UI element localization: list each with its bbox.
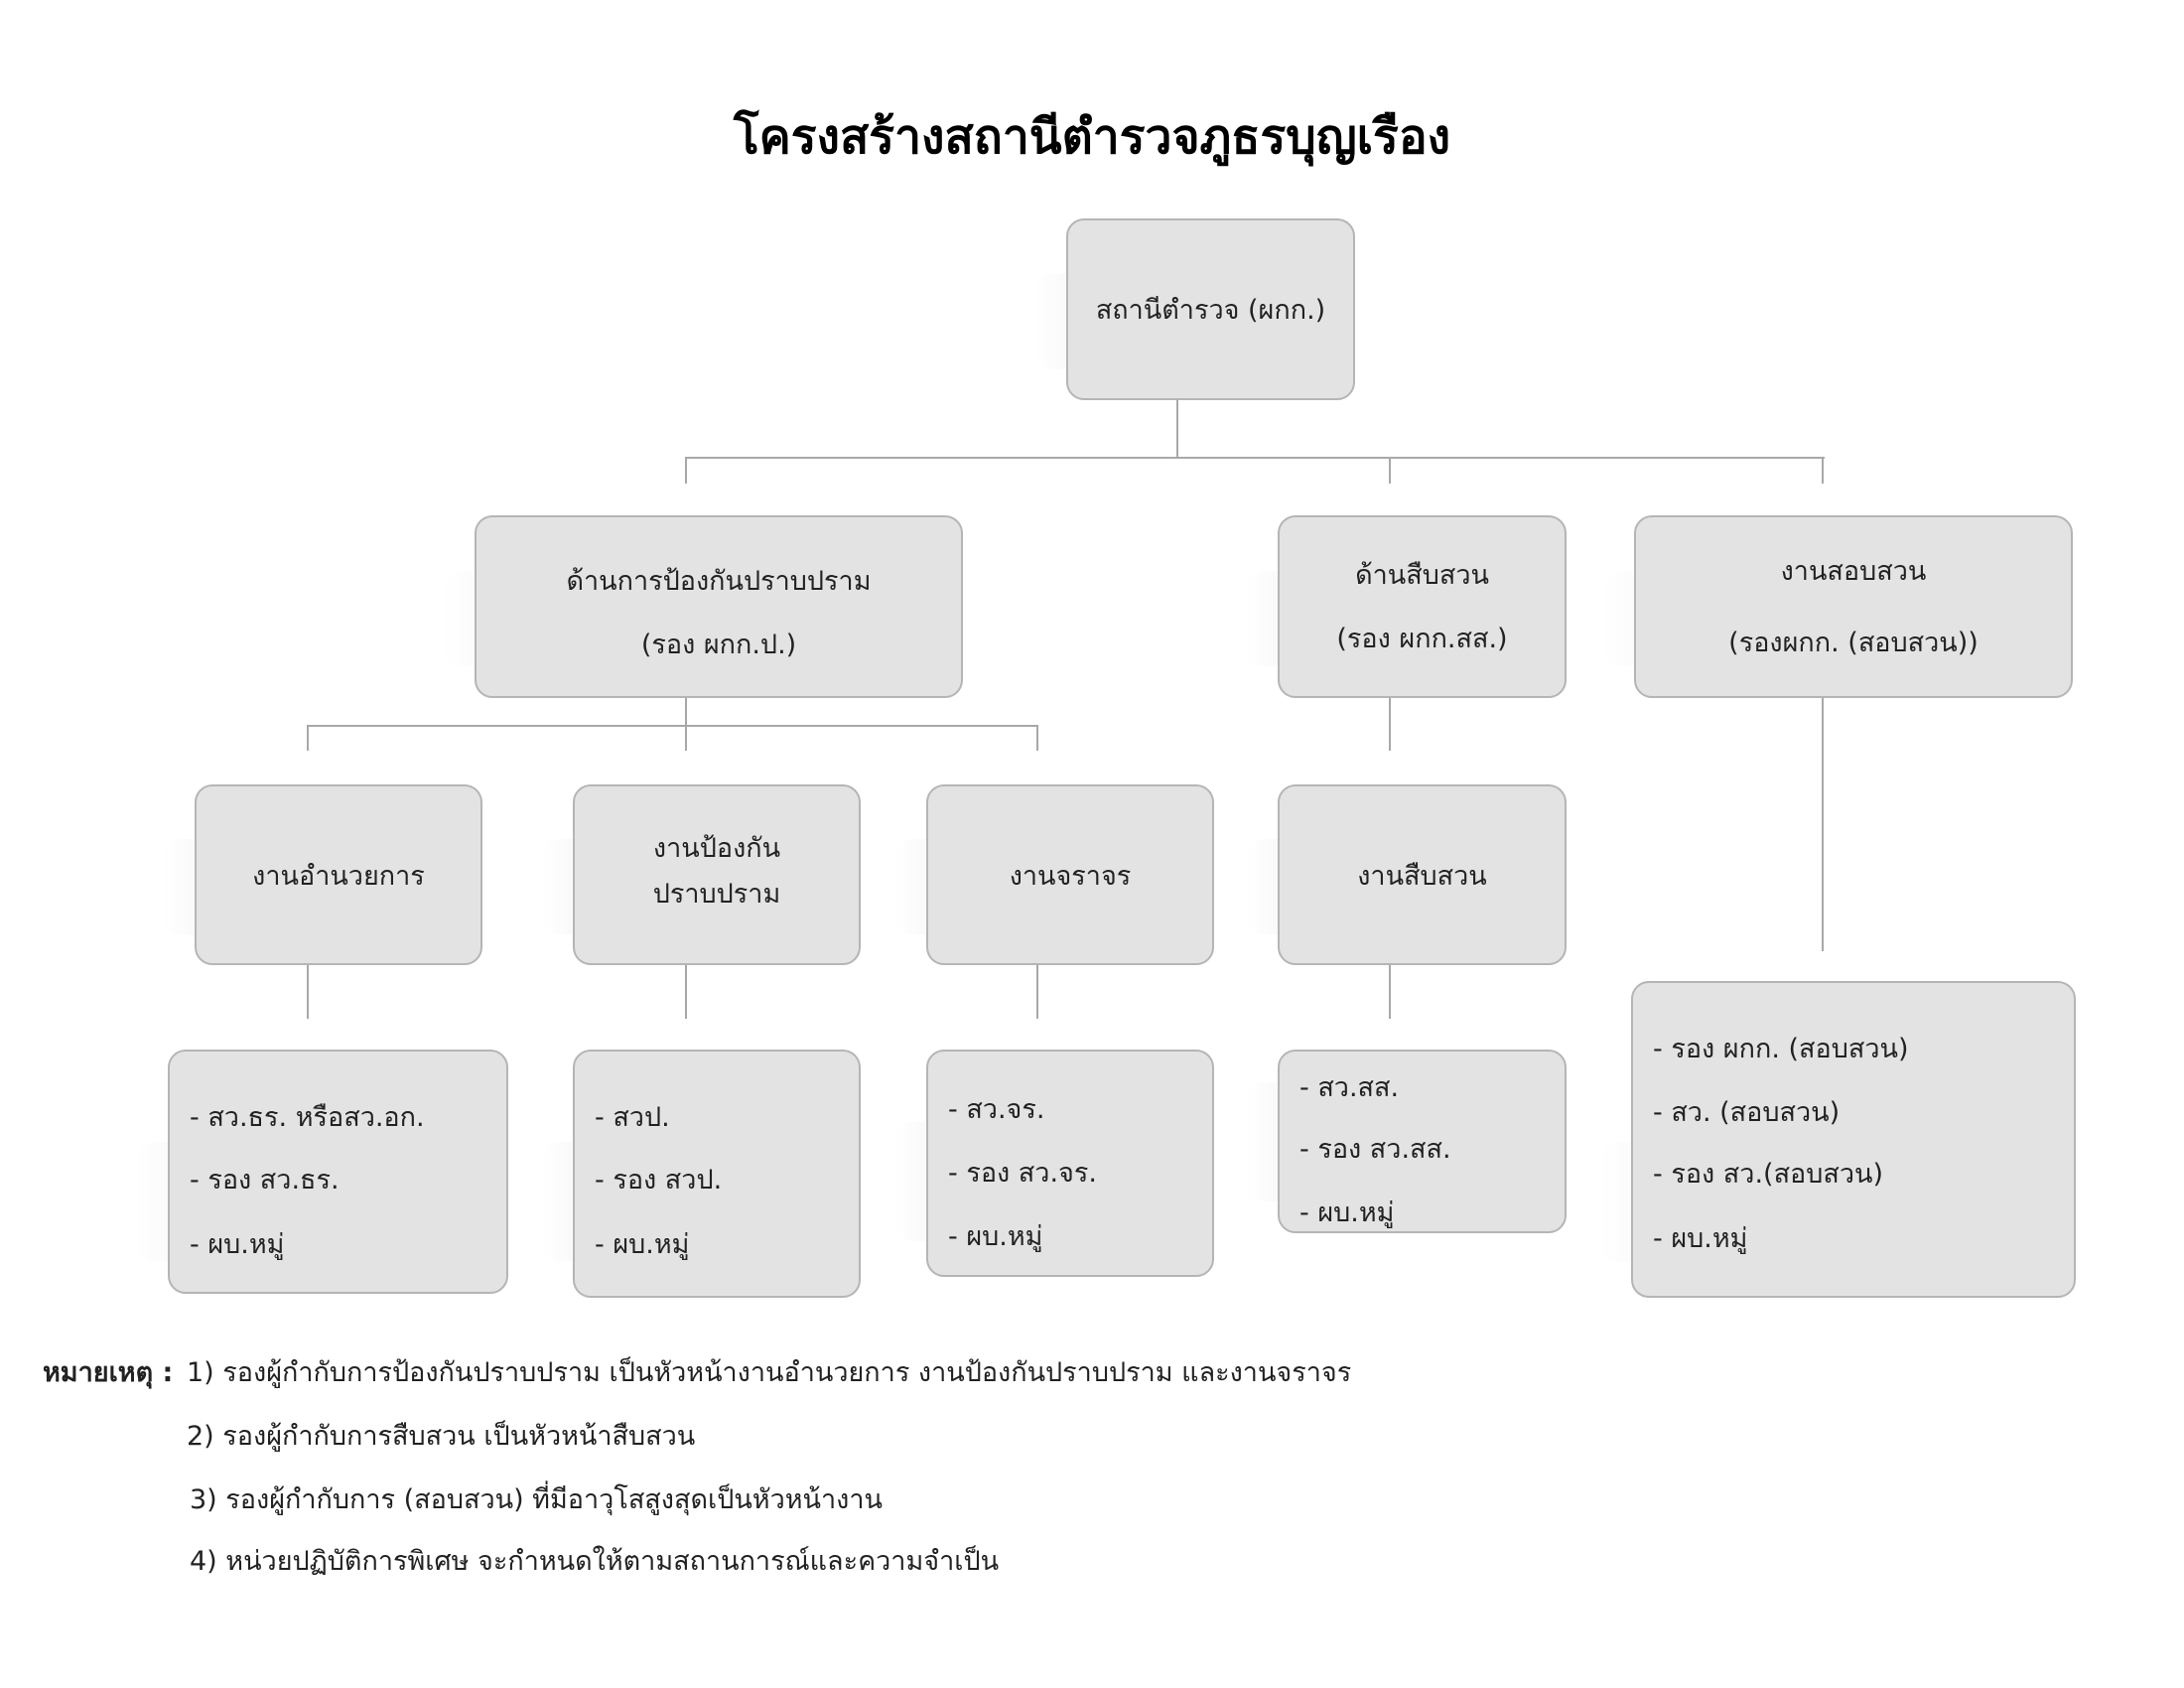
staff-list-administration: - สว.ธร. หรือสว.อก. - รอง สว.ธร. - ผบ.หม… [168,1050,508,1294]
node-traffic: งานจราจร [926,784,1214,965]
node-label: (รองผกก. (สอบสวน)) [1728,628,1979,658]
connector [1822,457,1824,484]
connector [1036,933,1038,1019]
node-label: งานอำนวยการ [252,861,425,892]
staff-item: - รอง สว.สส. [1299,1134,1451,1165]
connector [685,933,687,1019]
staff-list-prevention: - สวป. - รอง สวป. - ผบ.หมู่ [573,1050,861,1298]
connector [1389,457,1391,484]
node-label: งานสืบสวน [1357,861,1487,892]
connector [1389,665,1391,751]
node-label: สถานีตำรวจ (ผกก.) [1095,295,1326,326]
connector [1822,665,1824,951]
connector [685,725,687,751]
staff-item: - สว. (สอบสวน) [1653,1097,1841,1128]
note-item: 4) หน่วยปฏิบัติการพิเศษ จะกำหนดให้ตามสถา… [190,1546,1000,1577]
connector [1176,400,1178,458]
staff-item: - รอง สวป. [595,1165,723,1196]
node-investigation-work: งานสืบสวน [1278,784,1567,965]
note-item: 3) รองผู้กำกับการ (สอบสวน) ที่มีอาวุโสสู… [190,1484,883,1515]
node-label: ปราบปราม [652,879,781,910]
staff-item: - สวป. [595,1102,670,1133]
staff-list-investigation: - สว.สส. - รอง สว.สส. - ผบ.หมู่ [1278,1050,1567,1233]
node-label: งานสอบสวน [1780,556,1927,587]
staff-item: - รอง สว.จร. [948,1158,1097,1189]
staff-item: - ผบ.หมู่ [948,1221,1043,1252]
connector [685,457,687,484]
staff-item: - ผบ.หมู่ [1299,1197,1395,1228]
staff-list-inquiry: - รอง ผกก. (สอบสวน) - สว. (สอบสวน) - รอง… [1631,981,2076,1298]
connector [1036,725,1038,751]
node-label: งานป้องกัน [652,833,781,864]
connector [307,933,309,1019]
node-label: (รอง ผกก.สส.) [1336,624,1508,654]
staff-item: - รอง สว.(สอบสวน) [1653,1159,1884,1190]
node-crime-prevention: ด้านการป้องกันปราบปราม (รอง ผกก.ป.) [475,515,963,698]
note-item: 1) รองผู้กำกับการป้องกันปราบปราม เป็นหัว… [187,1357,1352,1388]
staff-item: - ผบ.หมู่ [190,1229,285,1260]
note-item: 2) รองผู้กำกับการสืบสวน เป็นหัวหน้าสืบสว… [187,1421,696,1452]
staff-item: - สว.สส. [1299,1072,1400,1103]
node-label: ด้านการป้องกันปราบปราม [566,566,872,597]
notes-label-text: หมายเหตุ : [43,1357,174,1388]
connector [1389,933,1391,1019]
node-label: งานจราจร [1009,861,1132,892]
notes-label: หมายเหตุ : [43,1350,173,1393]
staff-item: - สว.จร. [948,1094,1045,1125]
staff-item: - ผบ.หมู่ [595,1229,690,1260]
node-label: (รอง ผกก.ป.) [640,630,797,660]
staff-item: - รอง สว.ธร. [190,1165,340,1196]
staff-item: - สว.ธร. หรือสว.อก. [190,1102,425,1133]
node-administration: งานอำนวยการ [195,784,482,965]
node-label: ด้านสืบสวน [1355,560,1489,591]
node-inquiry: งานสอบสวน (รองผกก. (สอบสวน)) [1634,515,2073,698]
node-police-station: สถานีตำรวจ (ผกก.) [1066,218,1355,400]
connector [307,725,1038,727]
staff-item: - รอง ผกก. (สอบสวน) [1653,1034,1909,1064]
staff-item: - ผบ.หมู่ [1653,1223,1748,1254]
node-investigation: ด้านสืบสวน (รอง ผกก.สส.) [1278,515,1567,698]
staff-list-traffic: - สว.จร. - รอง สว.จร. - ผบ.หมู่ [926,1050,1214,1277]
page-title: โครงสร้างสถานีตำรวจภูธรบุญเรือง [733,109,1451,165]
connector [685,457,1825,459]
connector [307,725,309,751]
node-prevention-work: งานป้องกัน ปราบปราม [573,784,861,965]
